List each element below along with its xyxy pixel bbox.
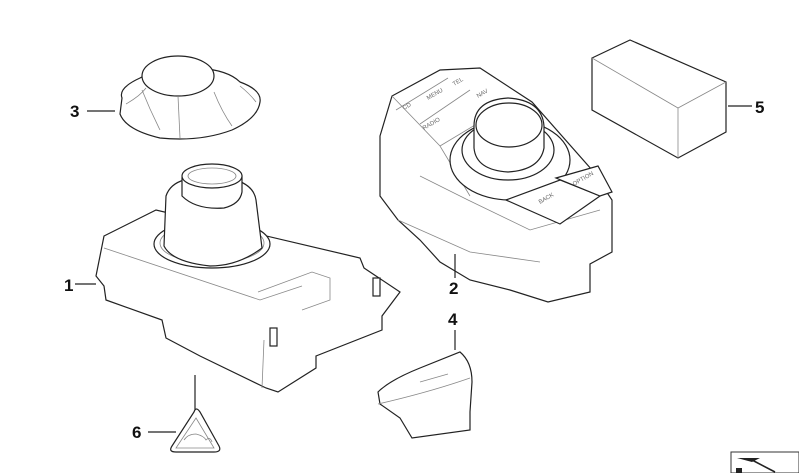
part-6-warning-label[interactable] bbox=[148, 408, 221, 453]
callout-6: 6 bbox=[132, 423, 142, 442]
part-5-foam-block[interactable] bbox=[591, 39, 752, 159]
callout-3: 3 bbox=[70, 102, 80, 121]
corner-nav-icon[interactable] bbox=[730, 451, 799, 473]
part-1-base-housing[interactable] bbox=[75, 163, 401, 412]
part-2-idrive-controller[interactable]: CD MENU TEL RADIO NAV BACK OPTION bbox=[379, 67, 613, 303]
callout-1: 1 bbox=[64, 276, 74, 295]
part-3-knob-cap[interactable] bbox=[87, 55, 261, 140]
callout-2: 2 bbox=[449, 279, 459, 298]
part-4-cover-clip[interactable] bbox=[377, 330, 473, 439]
button-tel: TEL bbox=[452, 77, 465, 88]
button-cd: CD bbox=[402, 102, 413, 112]
callout-4: 4 bbox=[448, 310, 458, 329]
button-nav: NAV bbox=[476, 89, 489, 100]
callout-5: 5 bbox=[755, 98, 765, 117]
